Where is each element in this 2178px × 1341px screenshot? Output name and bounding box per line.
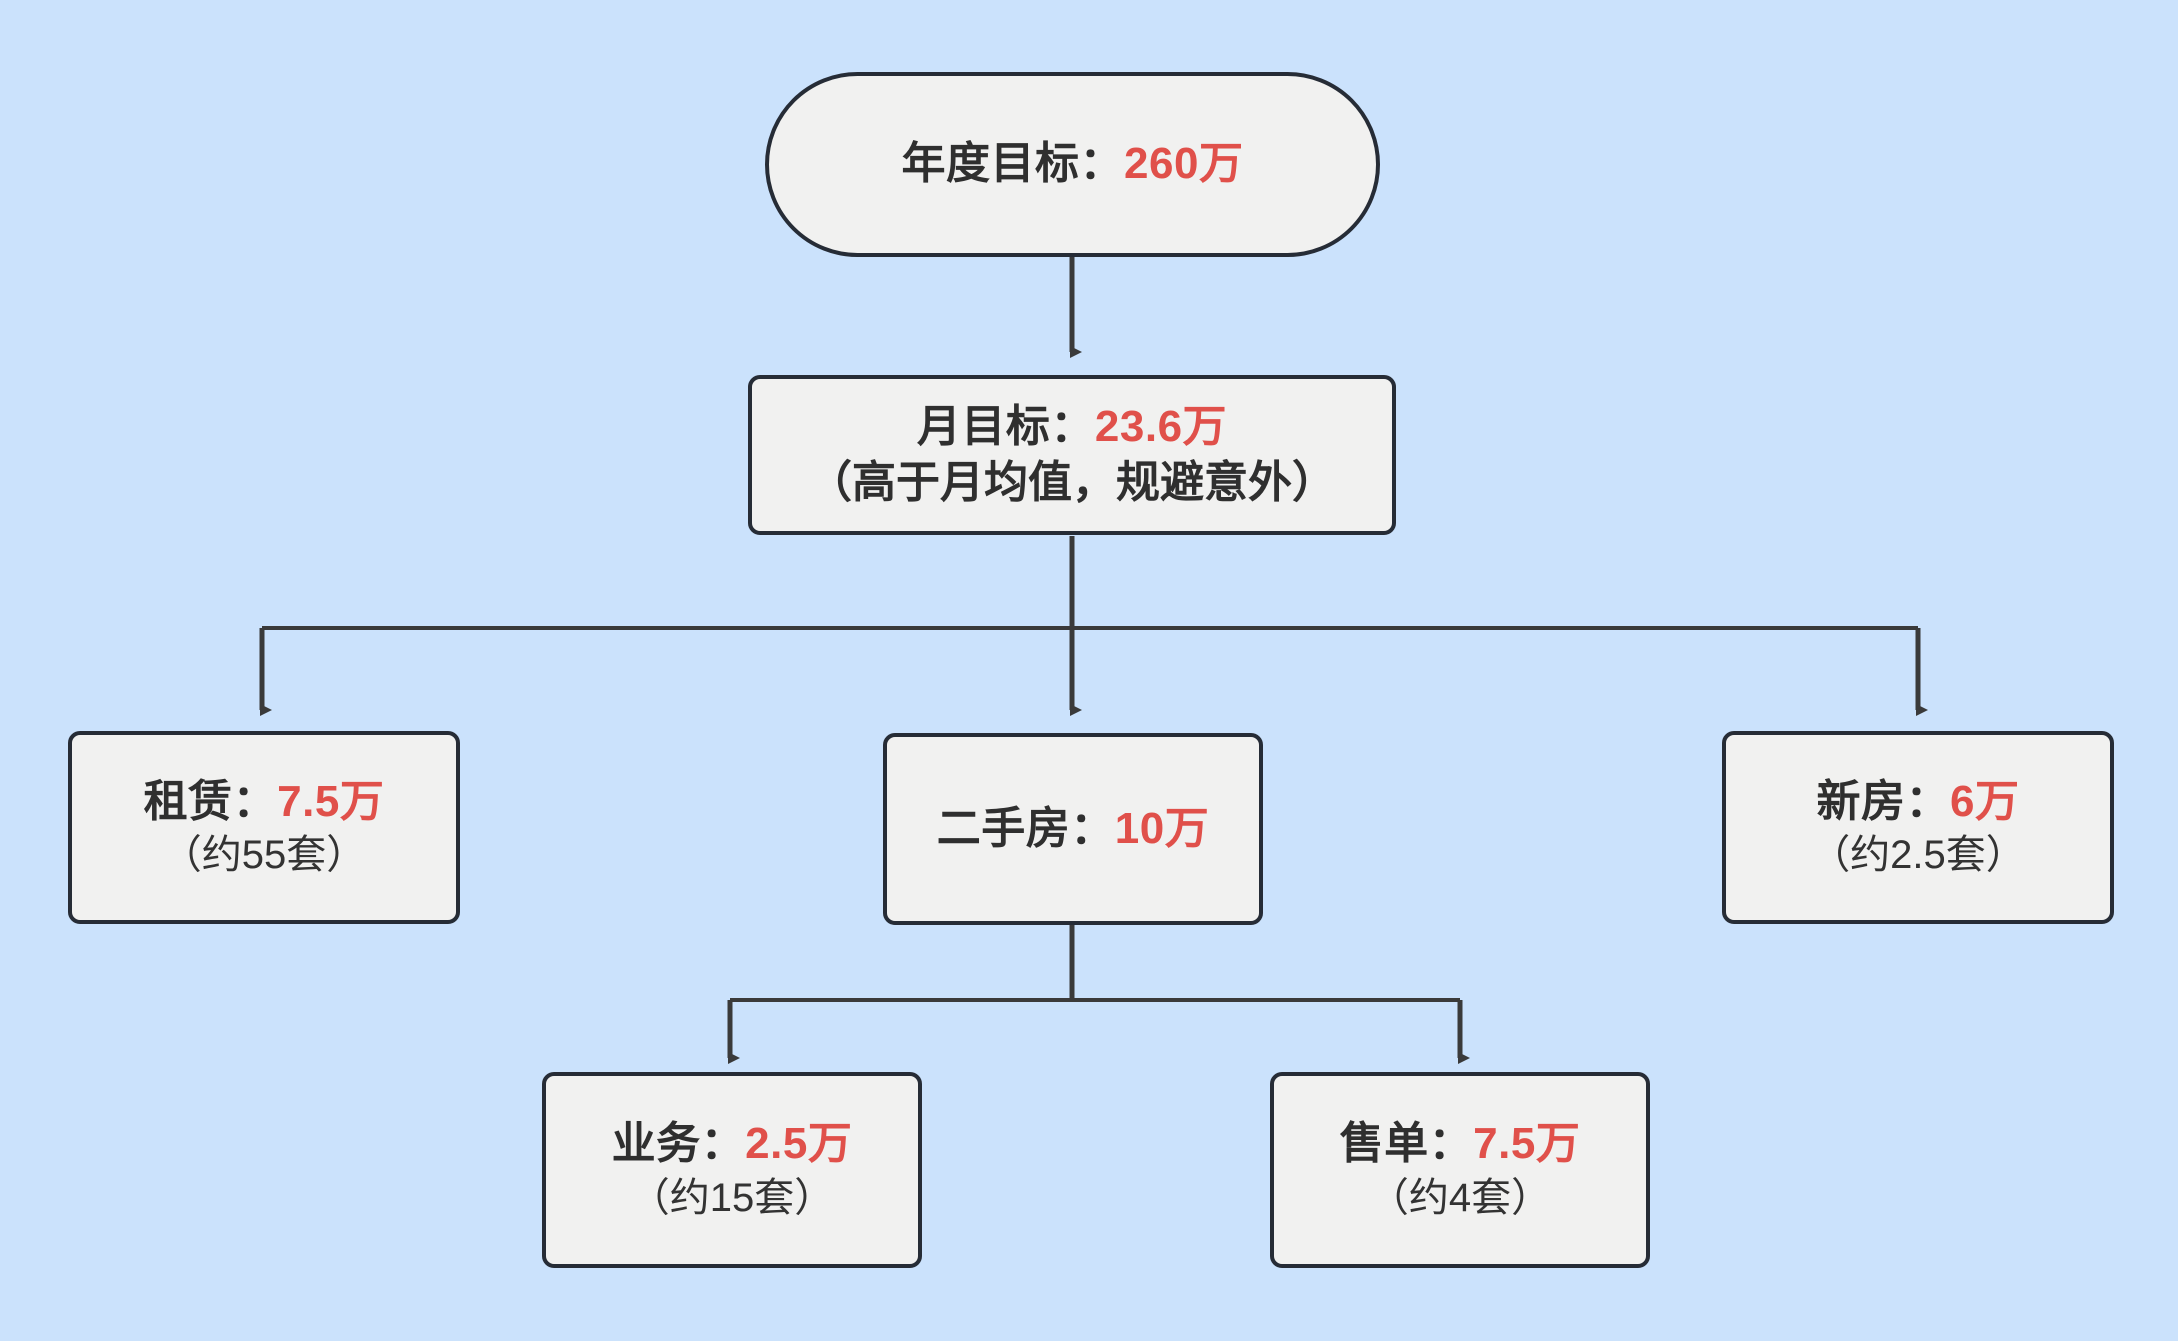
- node-new-house-prefix: 新房：: [1816, 776, 1950, 826]
- node-second-hand-house-prefix: 二手房：: [936, 803, 1115, 853]
- node-rental-value: 7.5万: [277, 776, 385, 826]
- node-monthly-goal-prefix: 月目标：: [916, 401, 1095, 451]
- node-new-house-note: （约2.5套）: [1810, 833, 2026, 878]
- node-rental[interactable]: 租赁：7.5万 （约55套）: [68, 731, 460, 924]
- node-second-hand-house[interactable]: 二手房：10万: [883, 733, 1263, 925]
- node-new-house-value: 6万: [1950, 776, 2020, 826]
- node-monthly-goal-value: 23.6万: [1094, 401, 1228, 451]
- node-sales-order[interactable]: 售单：7.5万 （约4套）: [1270, 1072, 1650, 1268]
- node-business-prefix: 业务：: [611, 1119, 746, 1169]
- node-annual-goal-prefix: 年度目标：: [901, 139, 1125, 189]
- node-rental-prefix: 租赁：: [143, 776, 278, 826]
- node-business[interactable]: 业务：2.5万 （约15套）: [542, 1072, 922, 1268]
- node-annual-goal-label: 年度目标：260万: [902, 136, 1244, 192]
- node-monthly-goal-note: （高于月均值，规避意外）: [808, 458, 1336, 507]
- node-business-label: 业务：2.5万: [612, 1116, 853, 1172]
- node-business-value: 2.5万: [745, 1119, 853, 1169]
- node-rental-note: （约55套）: [161, 833, 367, 878]
- node-second-hand-house-value: 10万: [1114, 803, 1210, 853]
- node-sales-order-value: 7.5万: [1473, 1119, 1581, 1169]
- node-sales-order-prefix: 售单：: [1339, 1119, 1474, 1169]
- node-second-hand-house-label: 二手房：10万: [937, 801, 1209, 857]
- node-rental-label: 租赁：7.5万: [144, 774, 385, 830]
- node-monthly-goal[interactable]: 月目标：23.6万 （高于月均值，规避意外）: [748, 375, 1396, 535]
- node-new-house-label: 新房：6万: [1817, 774, 2020, 830]
- node-sales-order-label: 售单：7.5万: [1340, 1116, 1581, 1172]
- node-sales-order-note: （约4套）: [1368, 1175, 1552, 1220]
- node-annual-goal[interactable]: 年度目标：260万: [765, 72, 1380, 257]
- node-annual-goal-value: 260万: [1124, 139, 1244, 189]
- node-business-note: （约15套）: [629, 1175, 835, 1220]
- node-new-house[interactable]: 新房：6万 （约2.5套）: [1722, 731, 2114, 924]
- node-monthly-goal-label: 月目标：23.6万: [917, 399, 1227, 455]
